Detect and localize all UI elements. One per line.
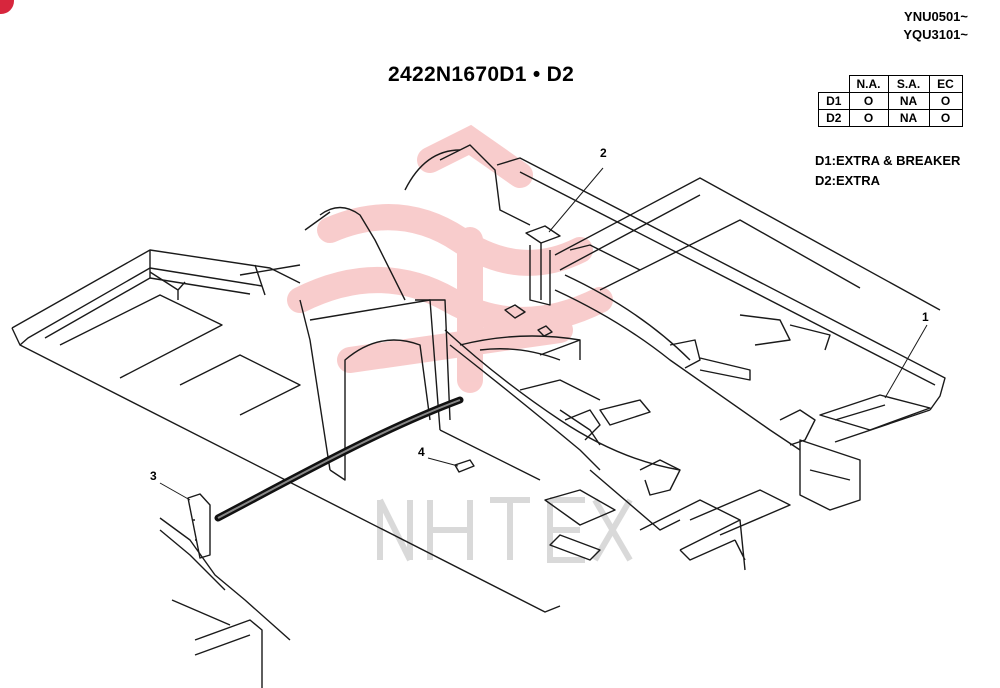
spec-table: N.A. S.A. EC D1 O NA O D2 O NA O [818,75,963,127]
page-title: 2422N1670D1 • D2 [388,63,575,86]
right-track-frame [496,157,946,443]
spec-cell: O [928,92,963,110]
left-track-frame [11,249,561,613]
serial-range-2: YQU3101~ [903,27,968,42]
callout-3: 3 [150,469,157,483]
callout-4: 4 [418,445,425,459]
watermark-text [377,497,633,563]
spec-header-sa: S.A. [887,75,930,93]
spec-row-label: D2 [818,109,850,127]
watermark-logo [287,124,613,393]
part-2-bracket [525,225,561,306]
leader-lines [159,167,928,501]
callout-2: 2 [600,146,607,160]
part-3-bracket [187,493,211,559]
part-1-plate [819,394,931,431]
spec-cell: O [928,109,963,127]
callout-1: 1 [922,310,929,324]
spec-table-row: D2 O NA O [818,109,963,127]
spec-cell: NA [887,109,930,127]
serial-range-1: YNU0501~ [904,9,968,24]
spec-table-header-row: N.A. S.A. EC [819,75,963,93]
lower-frame-fragment [159,517,291,688]
hydraulic-hose [214,396,464,522]
spec-header-na: N.A. [848,75,889,93]
legend-d1: D1:EXTRA & BREAKER [815,153,961,168]
spec-header-ec: EC [928,75,963,93]
legend-d2: D2:EXTRA [815,173,881,188]
center-frame [239,144,861,571]
part-4-bolt [454,459,475,473]
